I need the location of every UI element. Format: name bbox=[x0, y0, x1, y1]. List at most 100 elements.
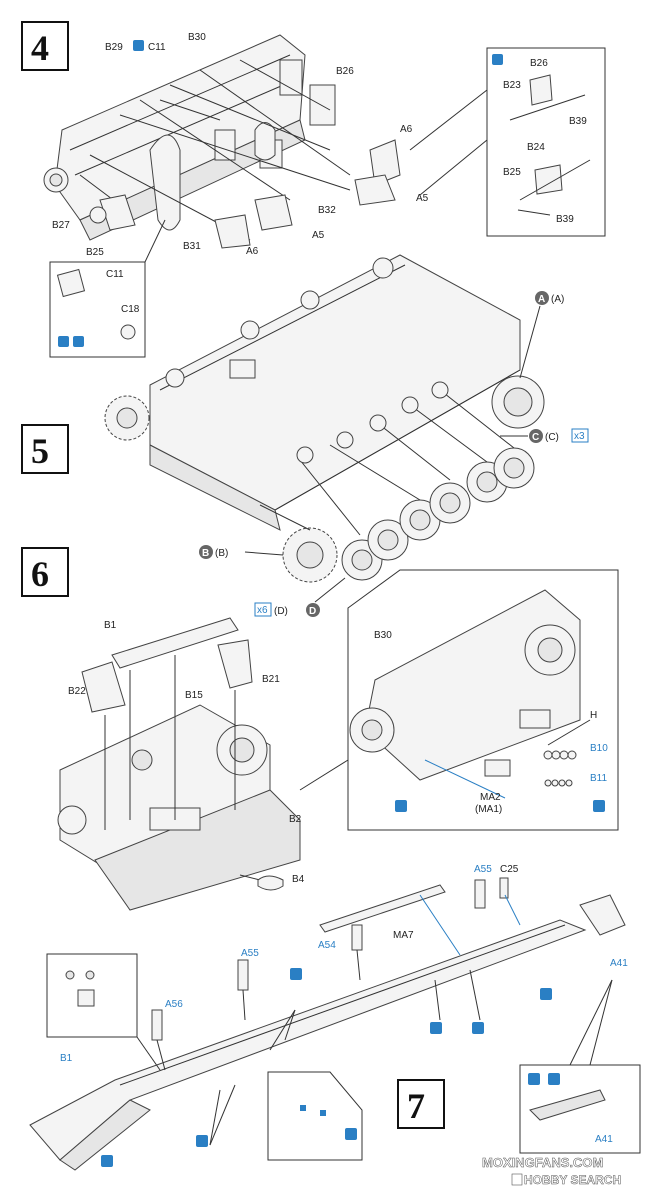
label-b1: B1 bbox=[104, 620, 117, 631]
label-b4: B4 bbox=[292, 874, 305, 885]
label-b15: B15 bbox=[185, 690, 203, 701]
inset-hull-holes-detail bbox=[267, 1071, 363, 1161]
step-number-box bbox=[21, 21, 69, 71]
quantity-c: x3 bbox=[574, 431, 585, 442]
watermark-brand: HOBBY SEARCH bbox=[524, 1173, 621, 1187]
sprue-label-c: (C) bbox=[545, 432, 559, 443]
sprue-letter: C bbox=[532, 432, 539, 443]
drive-sprocket-front bbox=[282, 527, 338, 583]
part-b4 bbox=[257, 875, 284, 891]
sprue-letter: B bbox=[202, 548, 209, 559]
label-b32: B32 bbox=[318, 205, 336, 216]
idler-wheel bbox=[491, 375, 545, 429]
plate-b1 bbox=[111, 617, 239, 669]
inset-label-b10: B10 bbox=[590, 743, 608, 754]
upper-hull-part bbox=[43, 34, 336, 241]
label-b29: B29 bbox=[105, 42, 123, 53]
watermark-site: MOXINGFANS.COM bbox=[482, 1155, 603, 1170]
part-a41-detail bbox=[529, 1089, 606, 1121]
sprue-callout-c: C (C) x3 bbox=[500, 428, 589, 443]
step-4: 4 bbox=[21, 21, 606, 358]
inset-label-b39: B39 bbox=[569, 116, 587, 127]
assembly-arrows-step7 bbox=[156, 894, 521, 1146]
sprue-callout-d: x6 (D) D bbox=[254, 577, 346, 617]
label-b26: B26 bbox=[336, 66, 354, 77]
inset-label-c11: C11 bbox=[106, 269, 124, 280]
label-b21: B21 bbox=[262, 674, 280, 685]
assembly-arrows-step6 bbox=[104, 655, 261, 881]
glue-icon bbox=[58, 336, 69, 347]
label-b27: B27 bbox=[52, 220, 70, 231]
road-wheels bbox=[341, 447, 535, 581]
assembly-arrows-step4 bbox=[79, 59, 351, 241]
hobby-search-logo-icon bbox=[511, 1173, 523, 1186]
inset-label-ma1: (MA1) bbox=[475, 804, 502, 815]
label-a56: A56 bbox=[165, 999, 183, 1010]
step-number: 7 bbox=[407, 1086, 425, 1126]
label-b30: B30 bbox=[188, 32, 206, 43]
label-b1: B1 bbox=[60, 1053, 73, 1064]
inset-label-b25: B25 bbox=[503, 167, 521, 178]
step-number: 6 bbox=[31, 554, 49, 594]
part-ma7 bbox=[319, 884, 446, 933]
inset-label-h: H bbox=[590, 710, 597, 721]
drill-icon bbox=[345, 1128, 357, 1140]
inset-label-b24: B24 bbox=[527, 142, 545, 153]
label-a55-lower: A55 bbox=[241, 948, 259, 959]
fender-assembly bbox=[29, 884, 626, 1171]
sprue-label-d: (D) bbox=[274, 606, 288, 617]
label-b25: B25 bbox=[86, 247, 104, 258]
suspension-arms bbox=[259, 381, 515, 536]
inset-fender-detail bbox=[46, 953, 161, 1071]
step-5: 5 bbox=[21, 254, 589, 617]
label-a6-lower: A6 bbox=[246, 246, 259, 257]
label-c25: C25 bbox=[500, 864, 519, 875]
step-7: 7 A55 C2 bbox=[29, 864, 641, 1171]
part-b22 bbox=[81, 661, 126, 713]
label-b31: B31 bbox=[183, 241, 201, 252]
glue-icon bbox=[528, 1073, 540, 1085]
step-number-box bbox=[21, 547, 69, 597]
label-a55: A55 bbox=[474, 864, 492, 875]
inset-c11-c18-detail: C11 C18 bbox=[49, 219, 166, 358]
inset-label-b11: B11 bbox=[590, 773, 607, 784]
inset-label-ma2: MA2 bbox=[480, 792, 501, 803]
inset-label-b30: B30 bbox=[374, 630, 392, 641]
lower-hull bbox=[149, 254, 521, 531]
inset-label-a41: A41 bbox=[595, 1134, 613, 1145]
drive-sprocket-rear bbox=[104, 395, 150, 441]
inset-label-c18: C18 bbox=[121, 304, 140, 315]
quantity-d: x6 bbox=[257, 605, 268, 616]
step-6: 6 B1 B22 B21 B15 B2 B4 bbox=[21, 547, 619, 911]
label-ma7: MA7 bbox=[393, 930, 414, 941]
step-number: 4 bbox=[31, 28, 49, 68]
inset-label-b26: B26 bbox=[530, 58, 548, 69]
label-a41: A41 bbox=[610, 958, 628, 969]
glue-icon bbox=[593, 800, 605, 812]
label-a54: A54 bbox=[318, 940, 336, 951]
sprue-label-a: (A) bbox=[551, 294, 564, 305]
inset-rear-hull-detail: B30 H B10 B11 MA2 (MA1) bbox=[299, 569, 619, 831]
part-b21 bbox=[217, 639, 253, 689]
sprue-callout-b: B (B) bbox=[199, 545, 284, 559]
step-number: 5 bbox=[31, 431, 49, 471]
inset-bracket-detail: B26 B23 B39 B24 B25 B39 bbox=[409, 47, 606, 237]
paint-icon bbox=[548, 1073, 560, 1085]
sprue-callout-a: A (A) bbox=[519, 291, 564, 379]
rotate-icon bbox=[73, 336, 84, 347]
step-number-box bbox=[21, 424, 69, 474]
label-a5: A5 bbox=[416, 193, 429, 204]
label-a6: A6 bbox=[400, 124, 413, 135]
quantity-badge bbox=[571, 428, 589, 443]
small-parts-step4 bbox=[89, 139, 401, 249]
label-a5-lower: A5 bbox=[312, 230, 325, 241]
sprue-letter: D bbox=[309, 606, 316, 617]
sprue-letter: A bbox=[538, 294, 545, 305]
label-c11: C11 bbox=[148, 42, 166, 53]
label-b2: B2 bbox=[289, 814, 302, 825]
return-rollers bbox=[165, 257, 394, 388]
sprue-label-b: (B) bbox=[215, 548, 228, 559]
inset-label-b39-lower: B39 bbox=[556, 214, 574, 225]
step-number-box bbox=[397, 1079, 445, 1129]
